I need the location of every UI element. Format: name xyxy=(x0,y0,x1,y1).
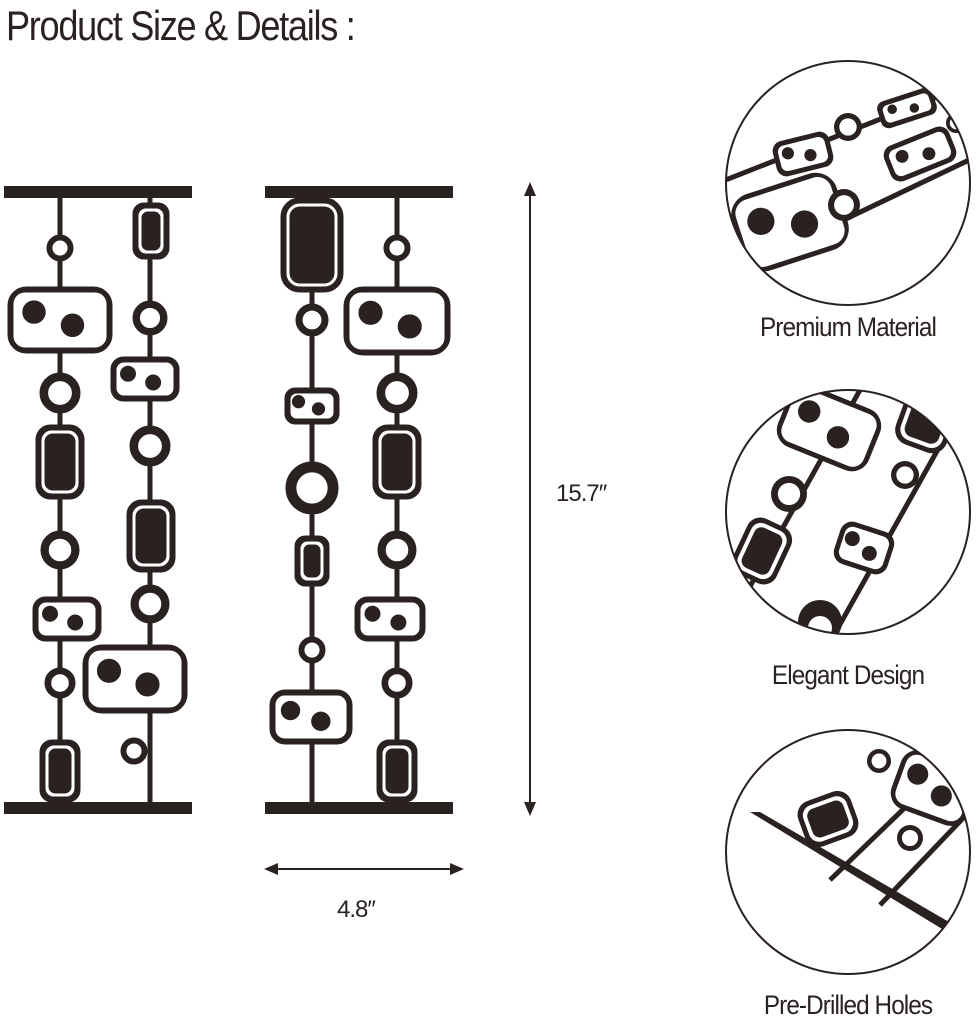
pre-drilled-holes-detail xyxy=(750,738,970,946)
feature-label-pre-drilled-holes: Pre-Drilled Holes xyxy=(763,990,933,1020)
wall-panel-left xyxy=(4,186,192,814)
wall-panel-right xyxy=(265,186,453,814)
feature-label-premium-material: Premium Material xyxy=(759,312,937,342)
elegant-design-detail xyxy=(726,390,963,634)
height-label: 15.7″ xyxy=(556,480,607,507)
premium-material-detail xyxy=(726,77,970,272)
width-label: 4.8″ xyxy=(337,896,376,923)
width-arrow xyxy=(264,863,464,875)
page-title: Product Size & Details : xyxy=(6,2,356,49)
height-arrow xyxy=(524,182,536,816)
feature-label-elegant-design: Elegant Design xyxy=(771,660,925,690)
